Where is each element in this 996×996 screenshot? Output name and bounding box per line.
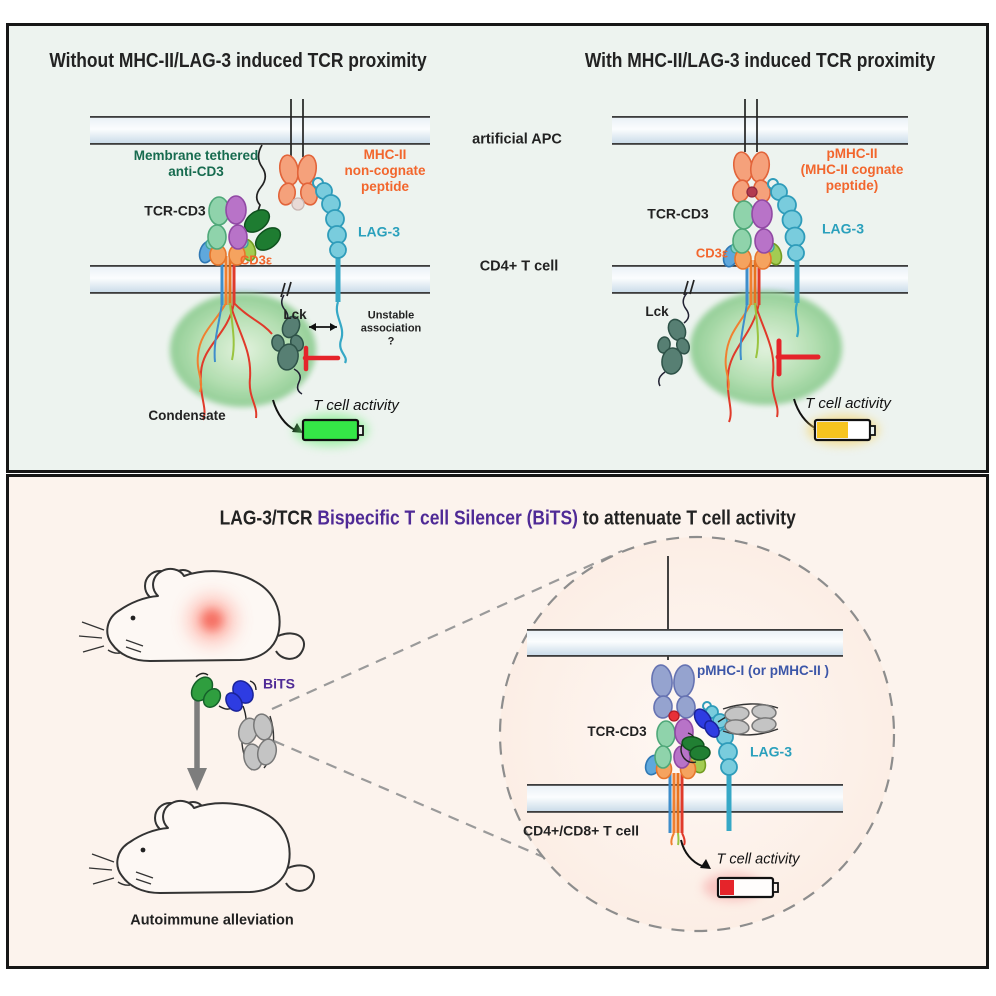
lck-label-left: Lck [283,307,307,323]
circle-tcell-activity-label: T cell activity [716,851,800,868]
cd4-cd8-tcell-label: CD4+/CD8+ T cell [523,822,639,839]
artificial-apc-label: artificial APC [472,131,562,148]
tcr-cd3-label-right: TCR-CD3 [647,205,709,222]
bottom-panel-title: LAG-3/TCR Bispecific T cell Silencer (Bi… [219,506,796,530]
pmhc2-label: pMHC-II (MHC-II cognate peptide) [800,146,904,193]
top-left-title: Without MHC-II/LAG-3 induced TCR proximi… [49,48,427,72]
pmhc1-label: pMHC-I (or pMHC-II ) [697,663,829,679]
anti-cd3-label: Membrane tethered anti-CD3 [133,148,259,179]
tcr-cd3-label-left: TCR-CD3 [144,202,206,219]
cd3e-label-left: CD3ε [239,252,273,268]
lck-label-right: Lck [645,304,669,320]
bits-label: BiTS [263,675,295,692]
circle-tcr-cd3-label: TCR-CD3 [587,724,647,740]
tcell-activity-label-right: T cell activity [805,395,891,413]
cd3e-label-right: CD3ε [695,245,729,261]
unstable-association-label: Unstable association ? [360,309,422,348]
condensate-label: Condensate [148,408,226,424]
mhc2-label: MHC-II non-cognate peptide [344,147,426,194]
top-right-title: With MHC-II/LAG-3 induced TCR proximity [584,48,936,72]
circle-lag3-label: LAG-3 [750,743,792,760]
autoimmune-alleviation-label: Autoimmune alleviation [130,912,294,929]
lag3-label-right: LAG-3 [822,220,864,237]
tcell-activity-label-left: T cell activity [313,397,399,415]
cd4-tcell-label: CD4+ T cell [479,258,559,275]
lag3-label-left: LAG-3 [358,223,400,240]
